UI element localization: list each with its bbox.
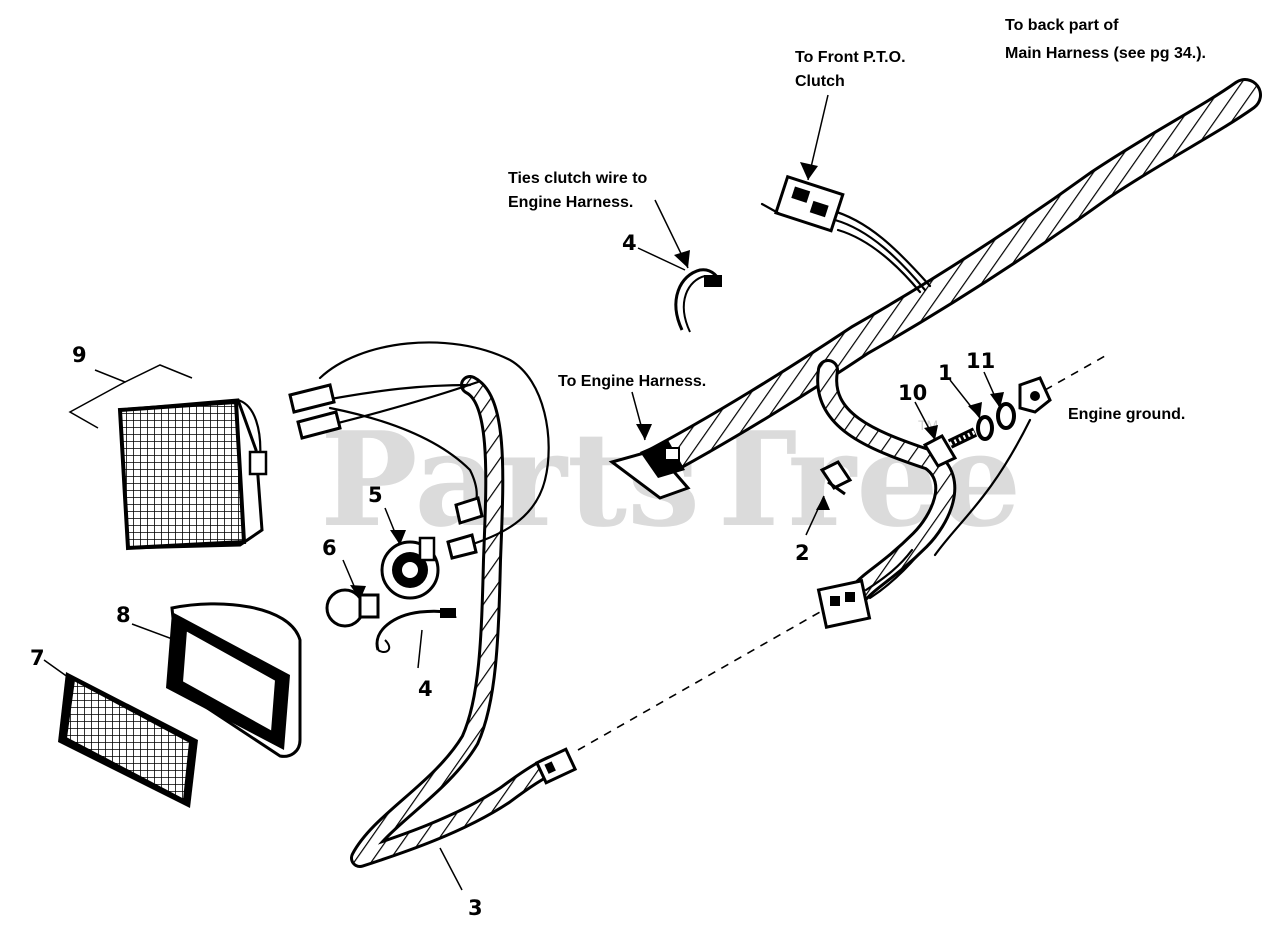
lamp-lens	[58, 672, 198, 808]
ground-dashed-line	[1044, 355, 1106, 391]
lamp-socket	[380, 536, 440, 600]
callout-11: 11	[966, 349, 995, 373]
note-back-harness-line2: Main Harness (see pg 34.).	[1005, 45, 1206, 62]
callout-4-top: 4	[622, 231, 637, 255]
note-ties-line1: Ties clutch wire to	[508, 170, 648, 187]
callout-5: 5	[368, 483, 383, 507]
callout-1: 1	[938, 361, 953, 385]
callout-10: 10	[898, 381, 927, 405]
note-engine-harness: To Engine Harness.	[558, 373, 706, 390]
headlight-harness	[288, 341, 578, 868]
harness-clip	[819, 460, 853, 496]
lamp-bulb	[325, 588, 380, 628]
callout-6: 6	[322, 536, 337, 560]
lamp-housing	[166, 602, 302, 758]
cable-tie-mid	[375, 608, 457, 653]
engine-ground-wire	[933, 376, 1052, 557]
callout-2: 2	[795, 541, 810, 565]
leader-arrowheads	[350, 162, 1004, 600]
lock-washer	[976, 415, 994, 441]
pto-clutch-connector	[760, 174, 932, 294]
callout-7: 7	[30, 646, 45, 670]
callout-8: 8	[116, 603, 131, 627]
note-engine-ground: Engine ground.	[1068, 406, 1185, 423]
flat-washer	[996, 402, 1016, 430]
note-ties-line2: Engine Harness.	[508, 194, 633, 211]
note-pto-line1: To Front P.T.O.	[795, 49, 906, 66]
rear-connector	[816, 548, 920, 629]
callout-3: 3	[468, 896, 483, 920]
note-pto-line2: Clutch	[795, 73, 845, 90]
harness-branch-rear	[816, 359, 957, 603]
callout-9: 9	[72, 343, 87, 367]
callout-9-bracket	[68, 364, 193, 429]
engine-harness-connector	[608, 440, 691, 500]
cable-tie-top	[674, 268, 722, 333]
main-harness	[631, 78, 1262, 485]
headlight-assembly	[117, 398, 268, 551]
ground-bolt	[922, 427, 978, 468]
callout-4-mid: 4	[418, 677, 433, 701]
note-back-harness-line1: To back part of	[1005, 17, 1119, 34]
connector-dashed-line	[577, 611, 821, 751]
